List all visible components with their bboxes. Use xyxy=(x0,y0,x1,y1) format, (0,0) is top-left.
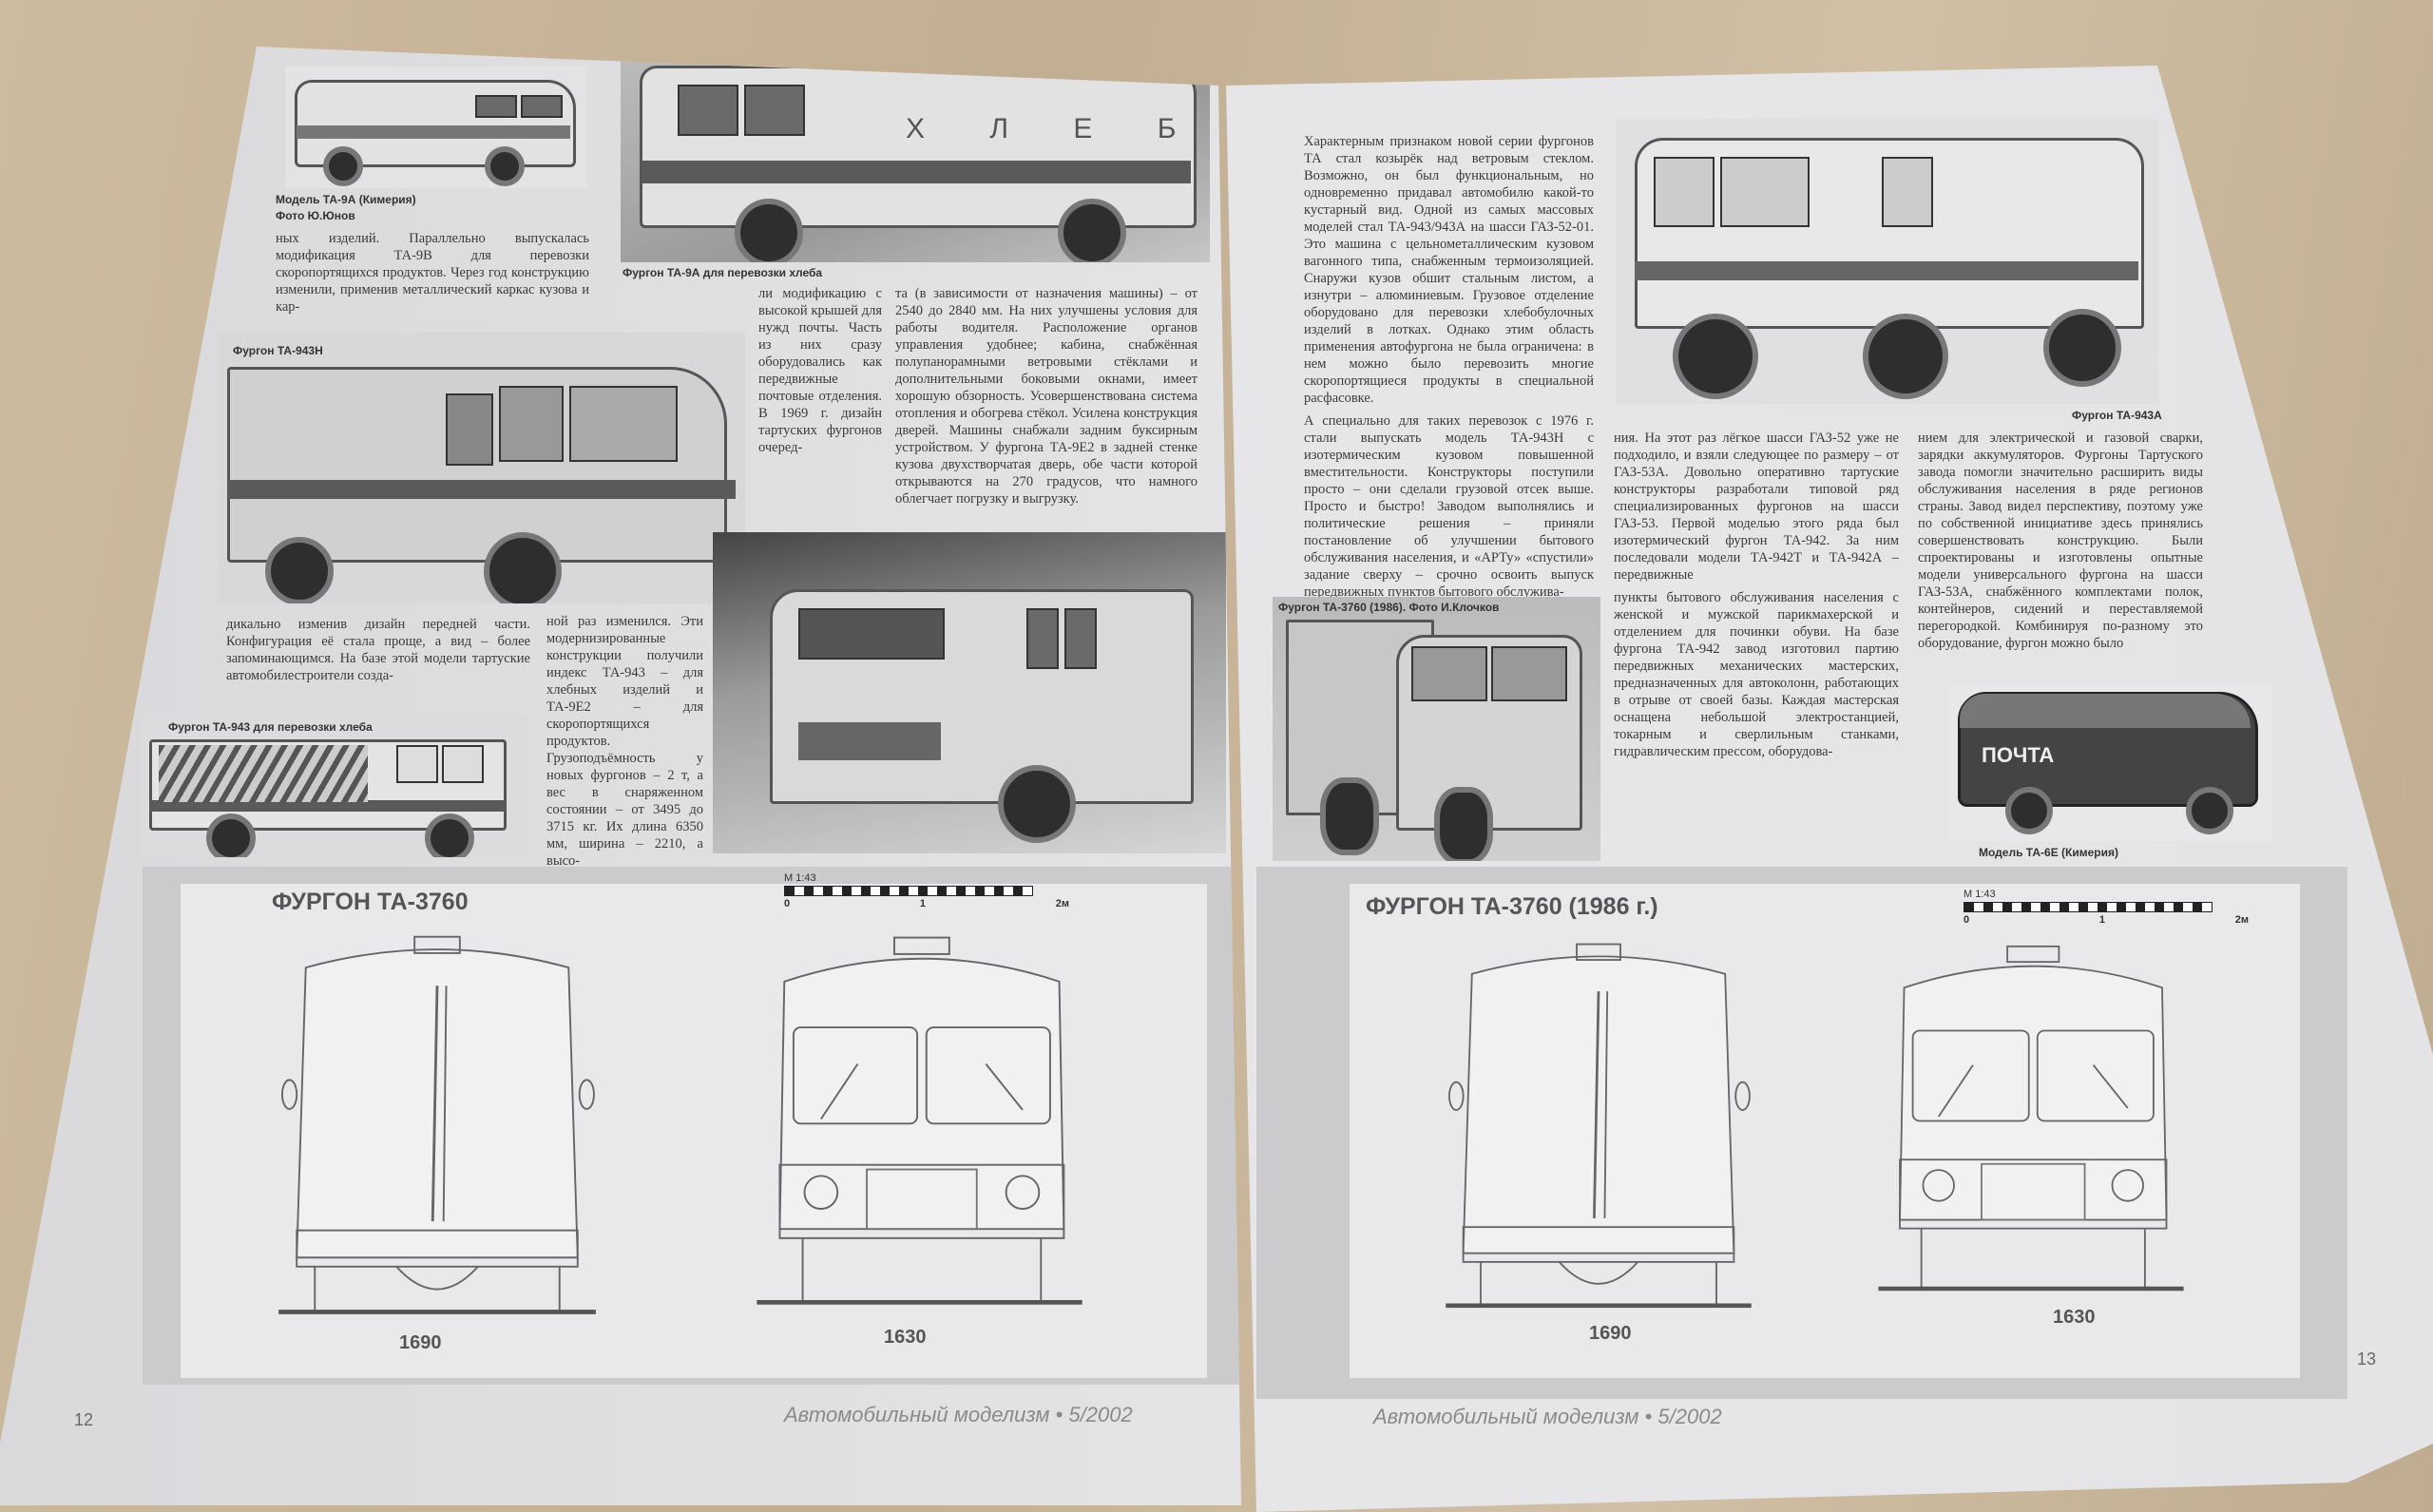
scale-tick: 1 xyxy=(2098,914,2105,926)
caption-ta9a-model: Модель ТА-9А (Кимерия) xyxy=(276,193,416,206)
model-lettering: ПОЧТА xyxy=(1982,743,2055,767)
dimension-rear-width: 1690 xyxy=(399,1332,442,1353)
van-lettering: Х Л Е Б xyxy=(906,113,1205,144)
scale-tick: 1 xyxy=(919,898,926,909)
paragraph: пункты бытового обслуживания населения с… xyxy=(1614,590,1899,759)
caption-ta943a: Фургон ТА-943А xyxy=(2072,409,2162,422)
paragraph: ния. На этот раз лёгкое шасси ГАЗ-52 уже… xyxy=(1614,431,1899,583)
caption-ta943: Фургон ТА-943 для перевозки хлеба xyxy=(168,720,373,734)
photo-bread-truck xyxy=(713,532,1226,853)
dimension-front-width: 1630 xyxy=(2053,1307,2096,1328)
dimension-front-width: 1630 xyxy=(884,1327,927,1348)
paragraph: ной раз изменился. Эти модернизированные… xyxy=(546,614,703,869)
scale-label: М 1:43 xyxy=(784,872,816,884)
paragraph: та (в зависимости от назначения машины) … xyxy=(895,286,1197,507)
paragraph: Характерным признаком новой серии фургон… xyxy=(1304,134,1594,406)
scale-bar: М 1:43 0 1 2м xyxy=(1964,889,2249,926)
rear-view-drawing xyxy=(1437,939,1760,1314)
drawing-title: ФУРГОН ТА-3760 (1986 г.) xyxy=(1366,893,1658,920)
photo-credit: Фото Ю.Юнов xyxy=(276,209,355,222)
photo-ta943-bread: Фургон ТА-943 для перевозки хлеба xyxy=(140,715,527,857)
scale-label: М 1:43 xyxy=(1964,889,1996,900)
photo-ta943h: Фургон ТА-943Н xyxy=(218,333,745,603)
paragraph: ных изделий. Параллельно выпускалась мод… xyxy=(276,231,589,315)
scale-tick: 2м xyxy=(1055,898,1069,909)
paragraph: ли модификацию с высокой крышей для нужд… xyxy=(758,286,882,455)
front-view-drawing xyxy=(1874,936,2188,1297)
caption-ta9a: Фургон ТА-9А для перевозки хлеба xyxy=(623,266,823,279)
photo-ta9a-model xyxy=(285,67,587,188)
scale-tick: 0 xyxy=(1964,914,1970,926)
page-number: 12 xyxy=(74,1410,94,1429)
photo-ta943a xyxy=(1616,119,2157,404)
caption-ta3760: Фургон ТА-3760 (1986). Фото И.Клочков xyxy=(1278,601,1500,614)
caption-ta6e-model: Модель ТА-6Е (Кимерия) xyxy=(1979,846,2118,859)
photo-ta6e-model: ПОЧТА xyxy=(1948,684,2271,841)
paragraph: нием для электрической и газовой сварки,… xyxy=(1918,431,2203,651)
scale-tick: 2м xyxy=(2234,914,2249,926)
rear-view-drawing xyxy=(266,931,608,1321)
scale-tick: 0 xyxy=(784,898,791,909)
page-number: 13 xyxy=(2357,1349,2377,1368)
photo-ta3760: Фургон ТА-3760 (1986). Фото И.Клочков xyxy=(1273,597,1600,861)
photo-ta9a: Х Л Е Б xyxy=(621,47,1210,262)
text-column-1: Характерным признаком новой серии фургон… xyxy=(1304,133,1594,601)
drawing-title: ФУРГОН ТА-3760 xyxy=(272,889,469,915)
dimension-rear-width: 1690 xyxy=(1589,1323,1632,1344)
scale-bar: М 1:43 0 1 2м xyxy=(784,872,1069,909)
paragraph: А специально для таких перевозок с 1976 … xyxy=(1304,413,1594,600)
paragraph: дикально изменив дизайн передней части. … xyxy=(226,617,530,683)
page-footer: Автомобильный моделизм • 5/2002 xyxy=(784,1403,1133,1426)
text-column-2: ния. На этот раз лёгкое шасси ГАЗ-52 уже… xyxy=(1614,430,1899,760)
caption-ta943h: Фургон ТА-943Н xyxy=(233,344,323,357)
front-view-drawing xyxy=(756,927,1083,1311)
page-footer: Автомобильный моделизм • 5/2002 xyxy=(1373,1405,1722,1428)
